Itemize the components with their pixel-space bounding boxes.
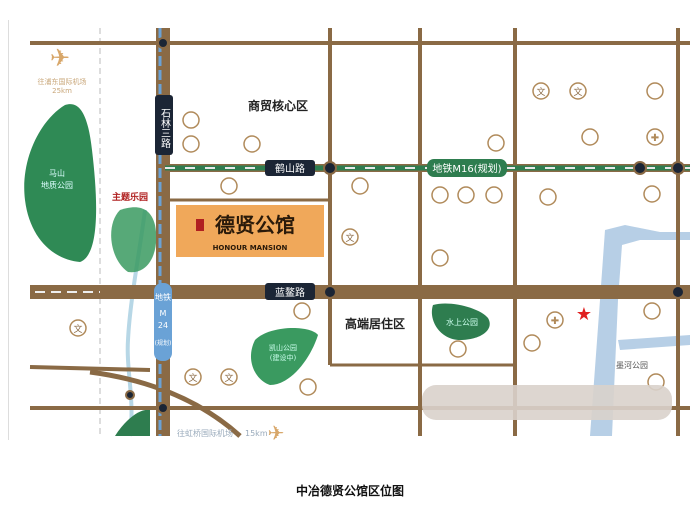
location-map: 石林 三路 鹤山路 蓝鳌路 地铁M16(规划) 地铁 M 24 (规划) 商贸核…: [24, 28, 690, 445]
district-business: 商贸核心区: [248, 98, 308, 113]
project-english: HONOUR MANSION: [213, 244, 288, 252]
hospital-icon: [646, 128, 664, 146]
school-icon: [532, 82, 550, 100]
bus-icon: [182, 111, 200, 129]
river: [590, 225, 690, 436]
park-mashan-b: 地质公园: [41, 180, 73, 190]
metro-m24-d: (规划): [155, 339, 172, 347]
school-icon: [643, 302, 661, 320]
hospital-glyph: ✚: [551, 316, 559, 327]
park-kaishan-a: 凯山公园: [269, 343, 297, 352]
park-mohe-label: 墨河公园: [616, 360, 648, 370]
road-label-heshan: [265, 160, 315, 176]
shopping-icon: [351, 177, 369, 195]
district-residential: 高端居住区: [345, 316, 405, 331]
hospital-glyph: ✚: [651, 133, 659, 144]
school-glyph: 文: [188, 372, 197, 384]
brand-mark: [196, 219, 204, 231]
park-kaishan: [250, 328, 318, 385]
frame-edge: [8, 20, 9, 440]
star-icon: ★: [576, 304, 592, 325]
mall-icon: [581, 128, 599, 146]
shopping-icon: [243, 135, 261, 153]
school-icon: [299, 378, 317, 396]
school-glyph: 文: [345, 232, 354, 244]
park-water: [431, 303, 490, 340]
school-icon: [69, 319, 87, 337]
school-icon: [569, 82, 587, 100]
school-icon: [449, 340, 467, 358]
river-branch: [618, 335, 690, 350]
park-south: [115, 409, 150, 436]
road-label-lanao: [265, 283, 315, 300]
metro-m16-text: 地铁M16(规划): [432, 162, 501, 175]
park-theme-label: 主题乐园: [112, 191, 148, 203]
school-icon: [220, 368, 238, 386]
hospital-icon: [546, 311, 564, 329]
metro-m24-c: 24: [158, 321, 168, 330]
blurred-region: [422, 385, 672, 420]
school-glyph: 文: [224, 372, 233, 384]
park-kaishan-b: (建设中): [270, 353, 297, 362]
airport-north-name: 往浦东国际机场: [38, 77, 87, 86]
school-icon: [293, 302, 311, 320]
mall-icon: [539, 188, 557, 206]
road-name-shilin3-a: 石林: [159, 108, 171, 129]
metro-m16-label: [427, 159, 507, 177]
school-icon: [184, 368, 202, 386]
park-theme: [111, 207, 157, 273]
shopping-icon: [220, 177, 238, 195]
airport-south-name: 往虹桥国际机场: [177, 428, 233, 438]
school-glyph: 文: [573, 86, 582, 98]
metro-stations: [125, 37, 685, 414]
bus-icon: [646, 82, 664, 100]
metro-m24-a: 地铁: [155, 292, 171, 302]
school-icon: [431, 249, 449, 267]
metro-m24-label: [154, 283, 172, 361]
park-mashan-a: 马山: [49, 168, 65, 178]
project-name: 德贤公馆: [215, 213, 295, 237]
metro-m24-b: M: [160, 309, 167, 318]
airplane-icon-north: ✈: [50, 44, 70, 72]
park-water-label: 水上公园: [446, 317, 478, 327]
mall-icon: [523, 334, 541, 352]
mall-icon: [485, 186, 503, 204]
map-caption: 中冶德贤公馆区位图: [295, 484, 404, 498]
shopping-icon: [487, 134, 505, 152]
airport-south-dist: 15km: [245, 429, 268, 438]
road-name-heshan: 鹤山路: [275, 162, 305, 175]
airport-north-dist: 25km: [52, 87, 72, 95]
road-name-lanao: 蓝鳌路: [275, 286, 305, 299]
road-label-shilin3: [155, 95, 173, 155]
mall-icon: [431, 186, 449, 204]
bus-icon: [182, 135, 200, 153]
school-icon: [341, 228, 359, 246]
mall-icon: [643, 185, 661, 203]
mall-icon: [457, 186, 475, 204]
road-name-shilin3-b: 三路: [159, 128, 171, 149]
airplane-icon-south: ✈: [268, 421, 285, 445]
school-glyph: 文: [73, 323, 82, 335]
park-mashan: [24, 104, 97, 262]
school-glyph: 文: [536, 86, 545, 98]
